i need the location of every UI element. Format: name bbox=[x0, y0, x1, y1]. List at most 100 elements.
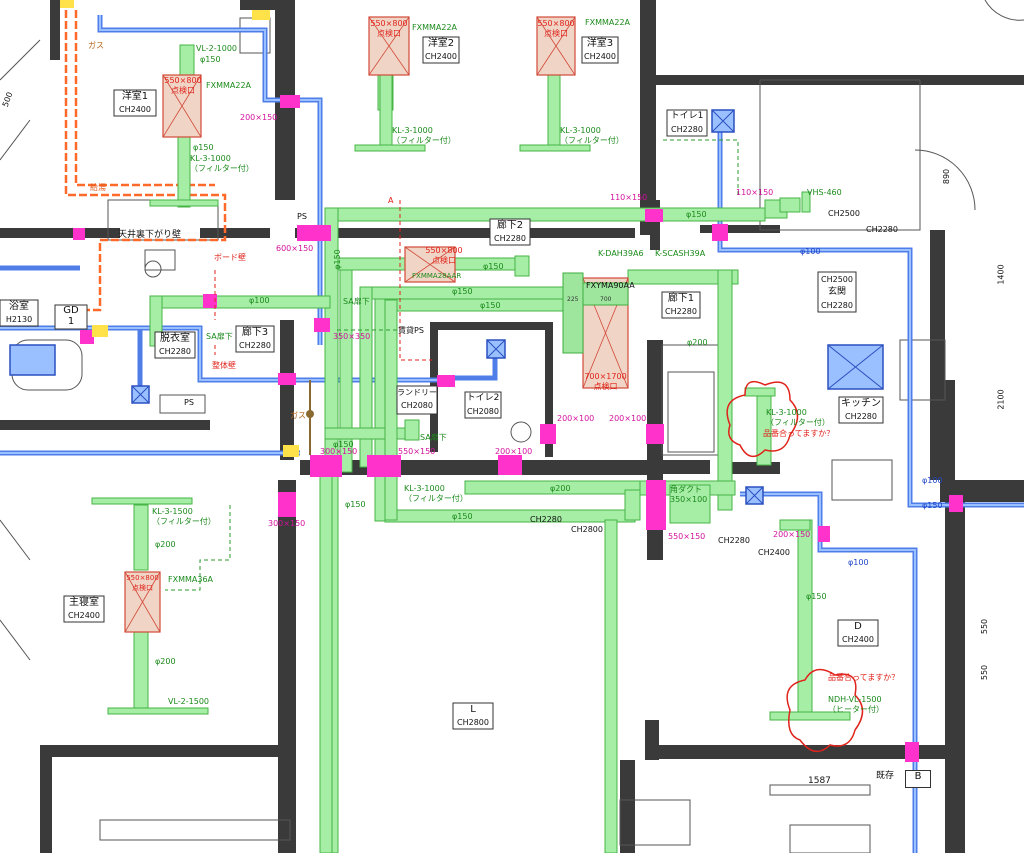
kisetsu-label: 既存 bbox=[876, 771, 895, 781]
room-genkan: CH2500 玄関 CH2280 bbox=[818, 273, 856, 312]
room-ch: CH2080 bbox=[467, 407, 499, 416]
fan-crosses bbox=[131, 109, 884, 505]
ndh-vl-label: NDH-VL-1500 （ヒーター付） bbox=[828, 695, 884, 715]
room-name: 浴室 bbox=[9, 301, 29, 312]
size-350x350: 350×350 bbox=[333, 332, 371, 341]
fxmma22a-label-2: FXMMA22A bbox=[412, 23, 458, 32]
room-yoshitsu3: 洋室3 CH2400 bbox=[582, 37, 618, 63]
room-ch-upper: CH2500 bbox=[821, 275, 853, 284]
kl3-filter: （フィルター付） bbox=[152, 517, 216, 526]
revision-clouds bbox=[726, 380, 864, 753]
gas-label-2: ガス bbox=[290, 411, 306, 420]
room-name: キッチン bbox=[841, 398, 881, 409]
phi200-b: φ200 bbox=[550, 484, 571, 493]
k-dah-label: K-DAH39A6 bbox=[598, 249, 644, 258]
ch2500-label: CH2500 bbox=[828, 209, 860, 218]
phi150-k: φ150 bbox=[922, 501, 943, 510]
inspection-label-3: 550×800 点検口 bbox=[537, 19, 575, 39]
room-ch: CH2080 bbox=[401, 401, 433, 410]
vl2-1500-label: VL-2-1500 bbox=[168, 697, 210, 706]
inspection-label-4: 550×800 点検口 bbox=[419, 246, 469, 266]
size-600x150: 600×150 bbox=[276, 244, 314, 253]
fxmma36-label: FXMMA36A bbox=[168, 575, 214, 584]
phi150-i: φ150 bbox=[452, 512, 473, 521]
dim-225: 225 bbox=[567, 296, 579, 303]
inspection-label-6: 700×1700 点検口 bbox=[583, 372, 628, 392]
room-toilet1: トイレ1 CH2280 bbox=[667, 110, 707, 136]
kaku-duct-size: 350×100 bbox=[670, 495, 708, 504]
question-label-1: 品番合ってますか？ bbox=[763, 429, 835, 438]
kl3-label-b: KL-3-1000 （フィルター付） bbox=[392, 126, 456, 146]
sa-label-3: SA扉下 bbox=[420, 433, 447, 442]
room-d: D CH2400 bbox=[838, 620, 878, 646]
fxmma28-label: FXMMA28AAR bbox=[412, 272, 462, 280]
room-name: L bbox=[470, 704, 476, 715]
room-name: 洋室1 bbox=[121, 91, 149, 102]
gd-box: GD 1 bbox=[55, 305, 87, 327]
room-ch: CH2400 bbox=[425, 52, 457, 61]
kl3-label-d: KL-3-1000 （フィルター付） bbox=[766, 408, 830, 428]
room-name: D bbox=[854, 621, 862, 632]
board-wall-label: ボード壁 bbox=[214, 253, 246, 262]
inspection-label-5: 550×800 点検口 bbox=[125, 573, 160, 593]
phi100-b: φ100 bbox=[800, 247, 821, 256]
room-datsuishitsu: 脱衣室 CH2280 bbox=[155, 332, 195, 358]
gas-pipes bbox=[64, 10, 227, 312]
kaku-duct-name: 角ダクト bbox=[670, 485, 702, 494]
phi150-e: φ150 bbox=[452, 287, 473, 296]
size-200x100-a: 200×100 bbox=[557, 414, 595, 423]
dim-500: 500 bbox=[0, 90, 15, 109]
room-roka1: 廊下1 CH2280 bbox=[662, 292, 700, 318]
phi100-d: φ100 bbox=[922, 476, 943, 485]
size-110x150-a: 110×150 bbox=[610, 193, 648, 202]
room-laundry: ランドリー CH2080 bbox=[397, 386, 437, 412]
size-550x150-b: 550×150 bbox=[668, 532, 706, 541]
room-name: トイレ2 bbox=[466, 393, 500, 403]
inspection-text: 点検口 bbox=[377, 29, 401, 38]
room-ch: CH2280 bbox=[494, 234, 526, 243]
dim-1400: 1400 bbox=[996, 264, 1006, 285]
dim-1587: 1587 bbox=[808, 776, 831, 786]
seitai-wall-label: 整体壁 bbox=[212, 361, 236, 370]
size-200x100-b: 200×100 bbox=[609, 414, 647, 423]
room-yoshitsu2: 洋室2 CH2400 bbox=[423, 37, 459, 63]
question-label-2: 品番合ってますか？ bbox=[828, 673, 900, 682]
kl3-filter: （フィルター付） bbox=[404, 494, 468, 503]
ch2280-label-a: CH2280 bbox=[866, 225, 898, 234]
room-ch: CH2280 bbox=[671, 125, 703, 134]
room-name: 脱衣室 bbox=[160, 333, 190, 344]
inspection-text: 点検口 bbox=[593, 382, 618, 391]
fxyma-label: FXYMA90AA bbox=[586, 281, 635, 290]
size-200x150-a: 200×150 bbox=[240, 113, 278, 122]
size-110x150-b: 110×150 bbox=[736, 188, 774, 197]
kl3-model: KL-3-1500 bbox=[152, 507, 193, 516]
room-yoshitsu1: 洋室1 CH2400 bbox=[114, 90, 156, 116]
inspection-size: 700×1700 bbox=[584, 372, 627, 381]
room-name: 主寝室 bbox=[69, 597, 99, 608]
room-roka3: 廊下3 CH2280 bbox=[236, 326, 274, 352]
room-name: 廊下1 bbox=[667, 293, 695, 304]
a-mark: A bbox=[388, 196, 394, 205]
room-ch: CH2400 bbox=[842, 635, 874, 644]
phi150-c: φ150 bbox=[686, 210, 707, 219]
room-yokushitsu: 浴室 H2130 bbox=[0, 300, 38, 326]
wall-sleeves bbox=[73, 95, 963, 762]
room-living: L CH2800 bbox=[453, 703, 493, 729]
room-roka2: 廊下2 CH2280 bbox=[490, 219, 530, 245]
size-550x150-a: 550×150 bbox=[398, 447, 436, 456]
tenjo-sagari-label: 天井裏下がり壁 bbox=[118, 230, 182, 240]
size-300x150-a: 300×150 bbox=[320, 447, 358, 456]
kl3-model: KL-3-1000 bbox=[766, 408, 807, 417]
room-ch: H2130 bbox=[5, 315, 33, 324]
yellow-markers bbox=[60, 0, 299, 457]
phi150-g: φ150 bbox=[332, 249, 342, 270]
room-name: トイレ1 bbox=[670, 111, 704, 121]
inspection-size: 550×800 bbox=[126, 574, 159, 582]
control-lines bbox=[165, 139, 739, 591]
ndh-model: NDH-VL-1500 bbox=[828, 695, 882, 704]
kyuto-label: 給湯 bbox=[90, 183, 106, 192]
ndh-heater: （ヒーター付） bbox=[828, 705, 884, 714]
kl3-label-e: KL-3-1000 （フィルター付） bbox=[404, 484, 468, 504]
phi150-d: φ150 bbox=[483, 262, 504, 271]
